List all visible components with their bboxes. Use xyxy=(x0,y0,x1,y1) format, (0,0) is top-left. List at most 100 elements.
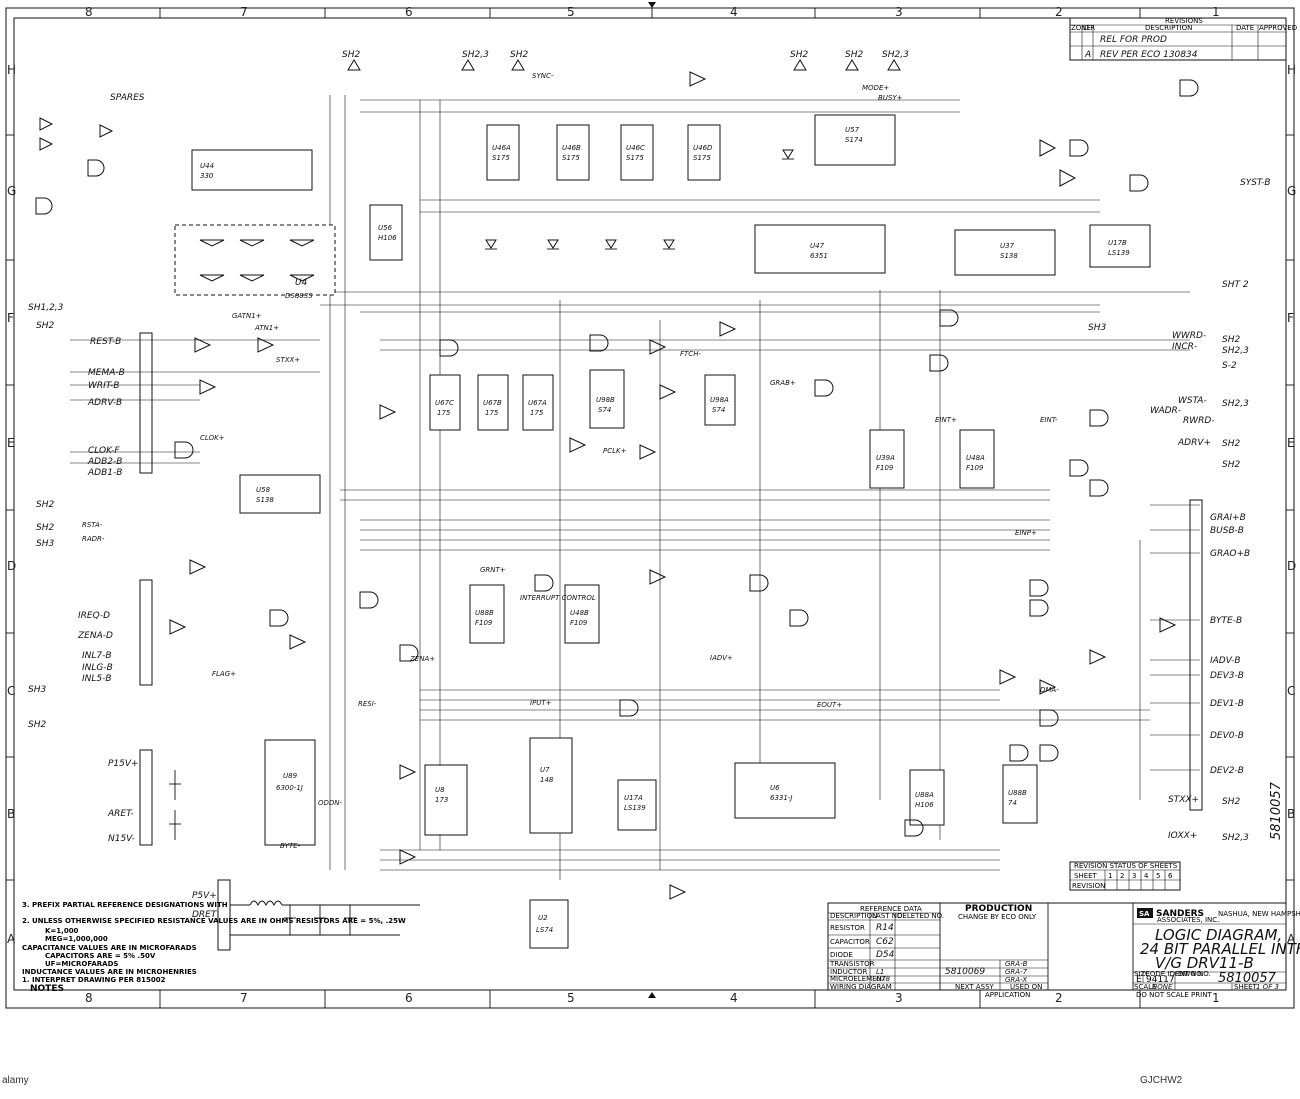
svg-text:U89: U89 xyxy=(283,772,298,780)
svg-text:U44: U44 xyxy=(200,162,214,170)
svg-text:1. INTERPRET DRAWING PER 81500: 1. INTERPRET DRAWING PER 815002 xyxy=(22,976,166,984)
svg-text:F109: F109 xyxy=(475,619,493,627)
svg-text:INL5-B: INL5-B xyxy=(82,674,112,684)
svg-text:GRAB+: GRAB+ xyxy=(770,379,796,387)
svg-text:GRAO+B: GRAO+B xyxy=(1210,549,1250,559)
svg-text:CHANGE BY ECO ONLY: CHANGE BY ECO ONLY xyxy=(958,913,1037,921)
svg-text:TRANSISTOR: TRANSISTOR xyxy=(829,960,875,968)
svg-text:SH2: SH2 xyxy=(790,50,808,60)
svg-text:RWRD-: RWRD- xyxy=(1183,416,1215,426)
svg-text:SH3: SH3 xyxy=(1088,323,1106,333)
svg-text:IADV-B: IADV-B xyxy=(1210,656,1241,666)
svg-text:5: 5 xyxy=(567,991,575,1005)
notes-heading: NOTES xyxy=(30,984,64,994)
svg-text:SCALE: SCALE xyxy=(1134,983,1156,991)
svg-text:BUSY+: BUSY+ xyxy=(878,94,903,102)
svg-text:SH2,3: SH2,3 xyxy=(462,50,489,60)
row-zones: H G F E D C B A H G F E D C B A xyxy=(6,63,1296,946)
svg-text:WWRD-: WWRD- xyxy=(1172,331,1206,341)
zone-col-1: 1 xyxy=(1212,5,1220,19)
svg-text:SH2: SH2 xyxy=(36,321,54,331)
svg-text:6: 6 xyxy=(1168,872,1173,880)
svg-text:DMA-: DMA- xyxy=(1040,686,1059,694)
svg-text:LAST NO.: LAST NO. xyxy=(872,912,904,920)
column-zones-bottom: 8 7 6 5 4 3 2 1 xyxy=(85,990,1220,1008)
svg-text:ADB2-B: ADB2-B xyxy=(87,457,122,467)
svg-text:SHT 2: SHT 2 xyxy=(1222,280,1249,290)
svg-text:APPROVED: APPROVED xyxy=(1259,24,1297,32)
svg-text:S-2: S-2 xyxy=(1222,361,1237,371)
sheet-border xyxy=(5,7,1295,1009)
svg-text:SH2: SH2 xyxy=(1222,797,1240,807)
svg-text:REVISION: REVISION xyxy=(1072,882,1105,890)
svg-text:SH2: SH2 xyxy=(36,500,54,510)
interrupt-control-label: INTERRUPT CONTROL xyxy=(520,594,596,602)
drawing-title-line3: V/G DRV11-B xyxy=(1155,954,1254,972)
svg-text:U88B: U88B xyxy=(1008,789,1027,797)
zone-col-3: 3 xyxy=(895,5,903,19)
svg-text:SH2: SH2 xyxy=(1222,460,1240,470)
zone-row-e: E xyxy=(7,436,15,450)
svg-text:CAPACITANCE VALUES ARE IN MICR: CAPACITANCE VALUES ARE IN MICROFARADS xyxy=(22,944,197,952)
company-name: SANDERS xyxy=(1156,909,1204,919)
connector-p1-left xyxy=(139,332,1203,951)
svg-text:2: 2 xyxy=(1120,872,1124,880)
svg-text:U47: U47 xyxy=(810,242,825,250)
svg-text:F109: F109 xyxy=(966,464,984,472)
svg-text:GATN1+: GATN1+ xyxy=(232,312,262,320)
svg-text:MODE+: MODE+ xyxy=(862,84,889,92)
svg-text:3: 3 xyxy=(895,991,903,1005)
svg-text:N15V-: N15V- xyxy=(108,834,135,844)
zone-row-f: F xyxy=(7,311,14,325)
svg-text:WRIT-B: WRIT-B xyxy=(88,381,119,391)
svg-text:S175: S175 xyxy=(492,154,510,162)
svg-text:U67B: U67B xyxy=(483,399,502,407)
svg-text:DEV3-B: DEV3-B xyxy=(1210,671,1244,681)
svg-text:CAPACITOR: CAPACITOR xyxy=(830,938,870,946)
revision-row-1: REL FOR PROD xyxy=(1100,35,1167,45)
svg-text:INLG-B: INLG-B xyxy=(82,663,113,673)
svg-text:3: 3 xyxy=(1132,872,1136,880)
notes-block: 3. PREFIX PARTIAL REFERENCE DESIGNATIONS… xyxy=(22,901,406,994)
watermark-logo: alamy xyxy=(2,1075,29,1086)
revision-status-table: REVISION STATUS OF SHEETS SHEET REVISION… xyxy=(1069,861,1181,891)
svg-text:ADB1-B: ADB1-B xyxy=(87,468,122,478)
svg-text:148: 148 xyxy=(540,776,554,784)
top-sheet-connectors: SH2 SH2,3 SH2 SH2 SH2 SH2,3 xyxy=(342,50,909,71)
svg-text:CLOK+: CLOK+ xyxy=(200,434,225,442)
svg-text:GRA-7: GRA-7 xyxy=(1005,968,1028,976)
svg-text:NONE: NONE xyxy=(1152,983,1173,991)
svg-text:ADRV-B: ADRV-B xyxy=(87,398,122,408)
svg-text:5: 5 xyxy=(1156,872,1160,880)
svg-text:U58: U58 xyxy=(256,486,271,494)
svg-text:1: 1 xyxy=(1212,991,1220,1005)
svg-text:UF=MICROFARADS: UF=MICROFARADS xyxy=(45,960,118,968)
svg-text:NEXT ASSY: NEXT ASSY xyxy=(955,983,995,991)
svg-text:SHEET: SHEET xyxy=(1234,983,1258,991)
title-block: REFERENCE DATA DESCRIPTION LAST NO. DELE… xyxy=(827,902,1300,999)
svg-text:EINT+: EINT+ xyxy=(935,416,957,424)
drawing-title-line1: LOGIC DIAGRAM, xyxy=(1155,926,1282,944)
chip-u46a: U46A S175 xyxy=(486,124,520,181)
svg-text:SHEET: SHEET xyxy=(1074,872,1098,880)
svg-text:U78: U78 xyxy=(876,975,891,983)
svg-text:RSTA-: RSTA- xyxy=(82,521,103,529)
svg-text:U46A: U46A xyxy=(492,144,511,152)
svg-text:IOXX+: IOXX+ xyxy=(1168,831,1197,841)
svg-text:B: B xyxy=(1287,807,1295,821)
drawing-number: 5810057 xyxy=(1218,971,1277,986)
